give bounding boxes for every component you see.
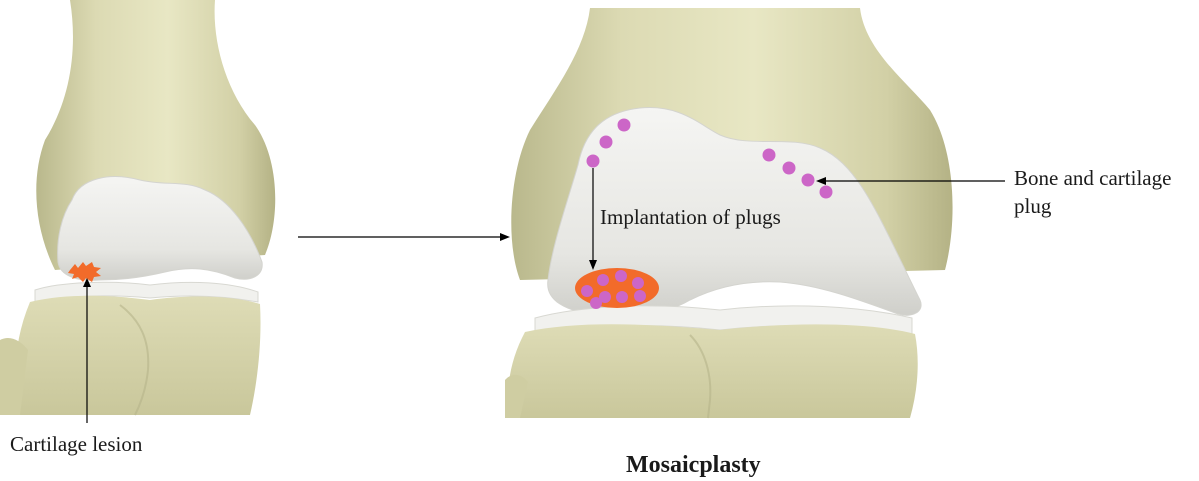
donor-plug xyxy=(802,174,815,187)
left-knee-illustration xyxy=(0,0,275,415)
implanted-plug xyxy=(632,277,644,289)
right-tibia xyxy=(508,324,918,418)
bone-cartilage-plug-label: Bone and cartilage plug xyxy=(1014,164,1199,220)
donor-plug xyxy=(587,155,600,168)
implantation-label: Implantation of plugs xyxy=(600,205,781,230)
donor-plug xyxy=(783,162,796,175)
donor-plug xyxy=(763,149,776,162)
cartilage-lesion-label: Cartilage lesion xyxy=(10,432,142,457)
implanted-plug xyxy=(581,285,593,297)
implanted-plug xyxy=(616,291,628,303)
donor-plug xyxy=(600,136,613,149)
implanted-plug xyxy=(590,297,602,309)
implanted-plug xyxy=(597,274,609,286)
donor-plug xyxy=(820,186,833,199)
donor-plug xyxy=(618,119,631,132)
diagram-title: Mosaicplasty xyxy=(626,452,761,479)
implanted-plug xyxy=(634,290,646,302)
implanted-plug xyxy=(615,270,627,282)
left-tibia xyxy=(15,296,260,415)
transition-arrowhead xyxy=(500,233,510,241)
